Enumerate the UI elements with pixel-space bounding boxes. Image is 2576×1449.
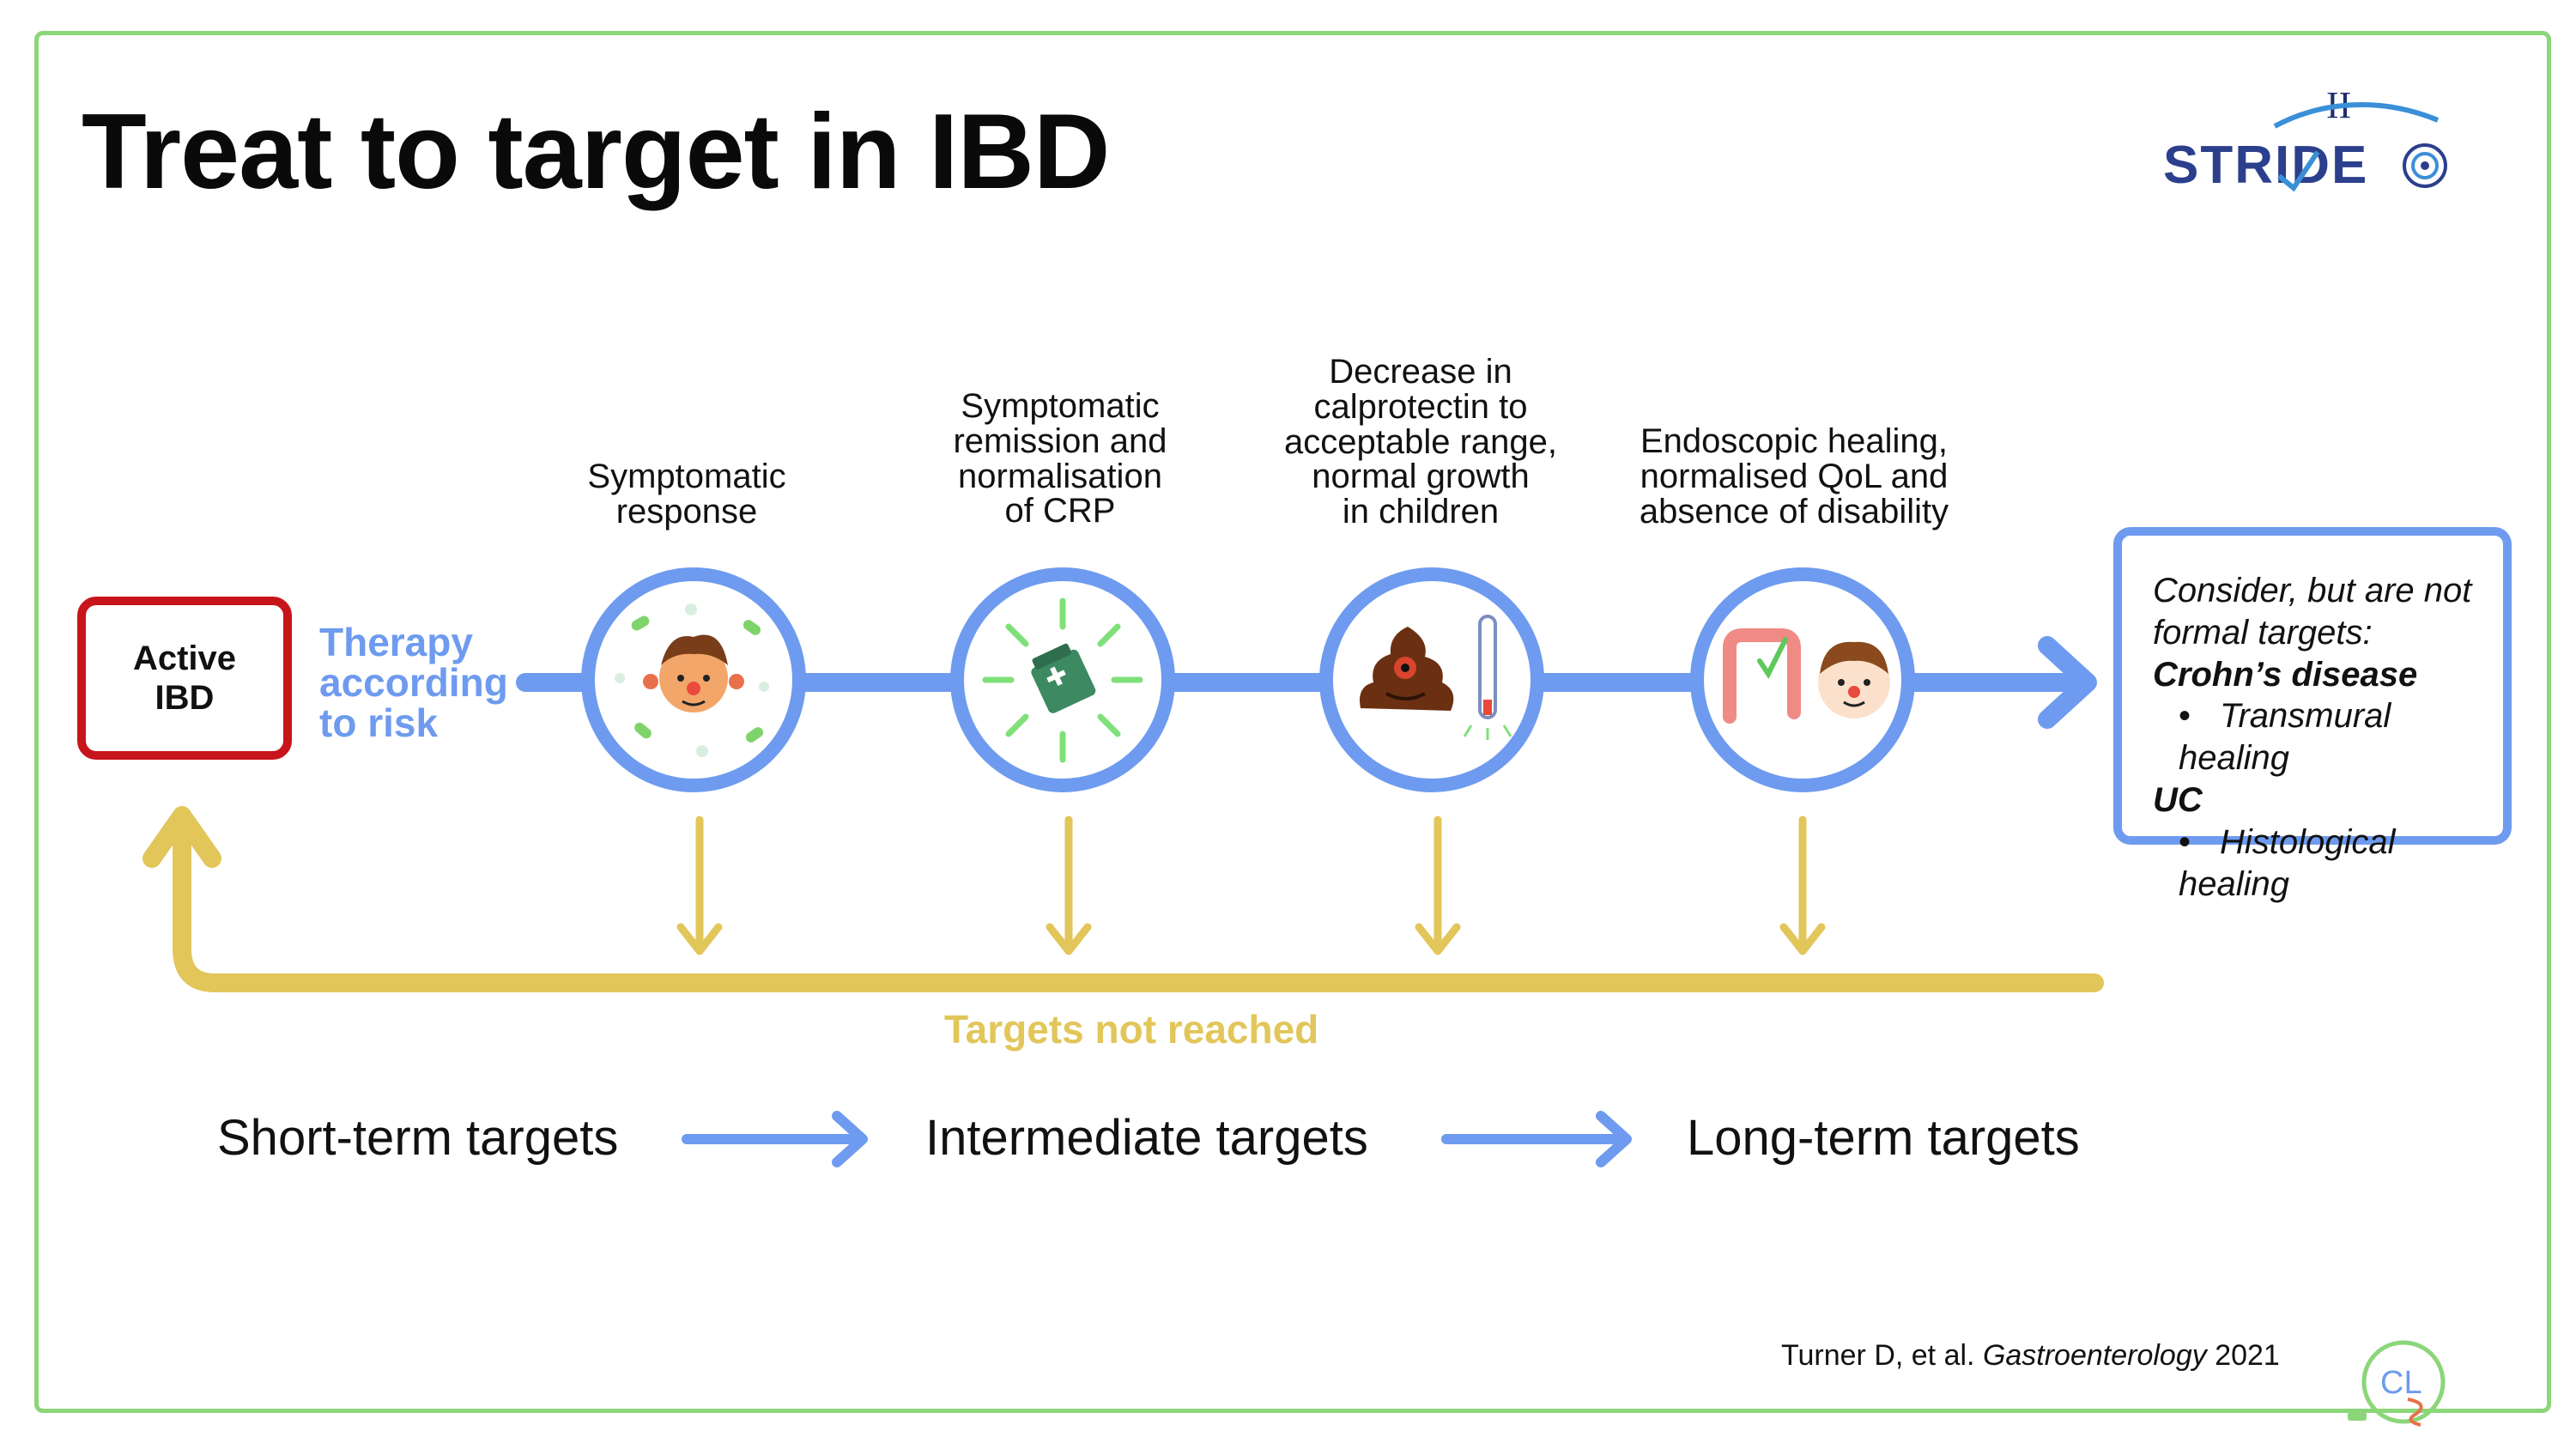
stage-label-4: Endoscopic healing, normalised QoL and a…	[1639, 422, 1949, 530]
svg-text:CL: CL	[2380, 1365, 2422, 1401]
therapy-label: Therapy according to risk	[319, 620, 508, 745]
slide-title: Treat to target in IBD	[82, 93, 1110, 211]
feedback-loop-arrowhead	[142, 806, 221, 868]
consider-item-histological: Histological healing	[2153, 822, 2503, 906]
down-arrow-4	[1779, 815, 1826, 955]
logo-text: STRIDE	[2163, 136, 2368, 195]
down-arrow-2	[1046, 815, 1092, 955]
stride-logo: II STRIDE	[2163, 73, 2455, 202]
cl-logo-icon: CL	[2348, 1335, 2451, 1429]
pathway-arrowhead	[2038, 636, 2097, 729]
consider-group-crohns: Crohn’s disease	[2153, 655, 2418, 694]
consider-intro: Consider, but are not formal targets:	[2153, 572, 2472, 652]
citation-year: 2021	[2215, 1339, 2280, 1372]
active-ibd-box: Active IBD	[77, 597, 292, 760]
healthy-colon-face-icon	[1723, 628, 1890, 724]
stage-label-1: Symptomatic response	[587, 458, 786, 530]
long-term-label: Long-term targets	[1687, 1110, 2080, 1166]
consider-box: Consider, but are not formal targets: Cr…	[2113, 527, 2512, 903]
consider-group-uc: UC	[2153, 780, 2203, 819]
stage-label-2: Symptomatic remission and normalisation …	[953, 387, 1167, 530]
stage-circle-3	[1319, 567, 1544, 792]
short-term-label: Short-term targets	[217, 1110, 619, 1166]
down-arrow-3	[1415, 815, 1461, 955]
timeline-arrow-1	[682, 1111, 868, 1167]
slide-frame	[34, 31, 2551, 1413]
citation-journal: Gastroenterology	[1982, 1339, 2207, 1372]
stage-circle-1	[581, 567, 806, 792]
intermediate-label: Intermediate targets	[925, 1110, 1368, 1166]
stage-circle-4	[1690, 567, 1915, 792]
down-arrow-1	[676, 815, 723, 955]
stage-label-3: Decrease in calprotectin to acceptable r…	[1283, 353, 1557, 531]
citation: Turner D, et al. Gastroenterology 2021	[1781, 1339, 2280, 1373]
feedback-loop-line	[173, 819, 2104, 992]
consider-item-transmural: Transmural healing	[2153, 695, 2503, 779]
test-kit-icon	[982, 597, 1143, 763]
citation-authors: Turner D, et al.	[1781, 1339, 1975, 1372]
stage-circle-2	[950, 567, 1175, 792]
timeline-arrow-2	[1441, 1111, 1632, 1167]
face-with-pills-icon	[615, 603, 769, 757]
targets-not-reached-label: Targets not reached	[944, 1007, 1319, 1052]
stool-thermometer-icon	[1360, 615, 1512, 740]
